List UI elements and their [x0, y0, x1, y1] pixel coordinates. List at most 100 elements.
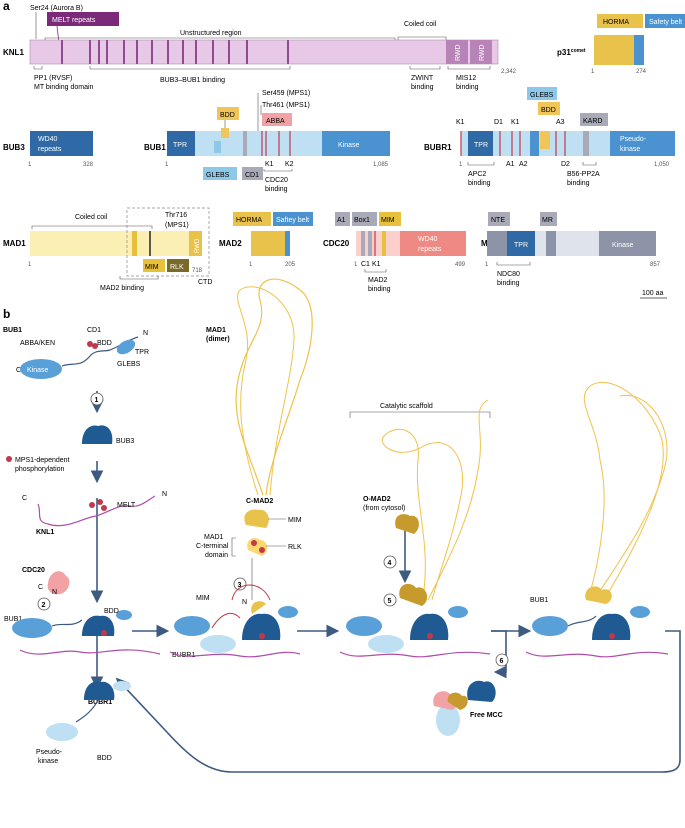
b-bdd: BDD — [97, 340, 112, 347]
bub1-bdd-box — [221, 128, 229, 138]
b-bub1-c: C — [16, 367, 21, 374]
bub3-bub1-binding-label: BUB3–BUB1 binding — [160, 77, 225, 84]
mad2-start: 1 — [249, 262, 253, 268]
cdc20-mim-label: MIM — [381, 217, 395, 224]
b-pseudo-1: Pseudo- — [36, 749, 63, 756]
b-bub1-kinase-text: Kinase — [27, 367, 49, 374]
mps1-nte-tag — [488, 212, 510, 226]
bub1-glebs-tag — [203, 167, 237, 180]
bub1-domain-map: BUB1 TPR Kinase BDD Ser459 (MPS1) Thr461… — [144, 90, 390, 193]
panel-a-label: a — [3, 0, 10, 13]
mad2-safety-tag — [273, 212, 313, 226]
mps1-nte-label: NTE — [491, 217, 505, 224]
b-cdc20-n: N — [52, 589, 57, 596]
mad1-coiled: Coiled coil — [75, 214, 108, 221]
step-4-marker — [383, 555, 397, 569]
mps1-start: 1 — [485, 262, 489, 268]
step-5-marker — [383, 593, 397, 607]
knl1-rwd1 — [446, 40, 468, 64]
mad1-rwd — [189, 231, 202, 256]
knl1-rwd2-label: RWD — [479, 44, 486, 61]
b-glebs: GLEBS — [117, 361, 141, 368]
mad1-name: MAD1 — [3, 239, 26, 248]
bub1-thr461: Thr461 (MPS1) — [262, 102, 310, 109]
bub1-ser459: Ser459 (MPS1) — [262, 90, 310, 97]
melt-ticks — [61, 40, 289, 64]
bubr1-d2: D2 — [561, 161, 570, 168]
mad1-dimer-2: (dimer) — [206, 336, 230, 343]
bubr1-domain-map: BUBR1 TPR Pseudo- kinase GLEBS BDD KARD … — [424, 87, 675, 187]
bub1-tpr-label: TPR — [173, 142, 187, 149]
p31comet-domain-map: p31comet HORMA Safety belt 1 274 — [557, 14, 685, 75]
bub1-bdd-tag — [217, 107, 239, 120]
b-tpr: TPR — [135, 349, 149, 356]
step-4-text: 4 — [388, 560, 392, 567]
step-5-text: 5 — [388, 598, 392, 605]
zwint-label-1: ZWINT — [411, 75, 434, 82]
phospho-legend-dot — [6, 456, 12, 462]
bub1-k1: K1 — [265, 161, 274, 168]
mad1-rlk-label: RLK — [170, 264, 184, 271]
catalytic-scaffold: Catalytic scaffold O-MAD2 (from cytosol)… — [339, 399, 491, 658]
bubr1-tpr — [468, 131, 493, 156]
bubr1-a3: A3 — [556, 119, 565, 126]
b-n: N — [143, 330, 148, 337]
bubr1-k1a: K1 — [456, 119, 465, 126]
b-cdc20-c: C — [38, 584, 43, 591]
mad1-mim-label: MIM — [145, 264, 159, 271]
b-bub3: BUB3 — [116, 438, 134, 445]
mps1-mr-label: MR — [542, 217, 553, 224]
p31-start: 1 — [591, 69, 595, 75]
bub1-cdc20-2: binding — [265, 186, 288, 193]
mps1-kinase — [599, 231, 656, 256]
mad1-thr716-2: (MPS1) — [165, 222, 189, 229]
b-abba-ken: ABBA/KEN — [20, 340, 55, 347]
p31-safety-domain — [634, 35, 644, 65]
bubr1-tpr-label: TPR — [474, 142, 488, 149]
mis12-label-1: MIS12 — [456, 75, 476, 82]
mps1-kinase-label: Kinase — [612, 242, 634, 249]
mad2-horma-domain — [251, 231, 290, 256]
mad1-mim-tag — [143, 259, 165, 272]
phospho-legend-1: MPS1-dependent — [15, 457, 70, 464]
p31-horma-tag — [597, 14, 643, 28]
bubr1-a1: A1 — [506, 161, 515, 168]
mps1-ndc80-1: NDC80 — [497, 271, 520, 278]
b-mim: MIM — [288, 517, 302, 524]
mad1-rlk-tag — [167, 259, 189, 272]
mps1-tpr — [507, 231, 535, 256]
bubr1-pk-2: kinase — [620, 146, 640, 153]
b-bub3-blob — [82, 425, 113, 444]
cdc20-name: CDC20 — [323, 239, 350, 248]
bub1-glebs-label: GLEBS — [206, 172, 230, 179]
zwint-label-2: binding — [411, 84, 434, 91]
b-bub1-tpr-blob — [116, 339, 136, 355]
cdc20-wd40-2: repeats — [418, 246, 442, 253]
bub3-name: BUB3 — [3, 143, 25, 152]
mad1-bar — [30, 231, 202, 256]
mps1-domain-map: MPS1 NTE MR TPR Kinase 1 857 NDC80 bindi… — [481, 212, 661, 287]
bub1-end: 1,085 — [373, 162, 389, 168]
mis12-label-2: binding — [456, 84, 479, 91]
b-omad2: O-MAD2 — [363, 496, 391, 503]
bub1-cd1-tag — [242, 167, 263, 180]
cdc20-box1-tag — [352, 212, 377, 226]
mad1-dimer: MAD1 (dimer) C-MAD2 MIM MAD1 C-terminal … — [196, 278, 313, 600]
b-cdc20-blob — [47, 571, 70, 595]
phospho-legend-2: phosphorylation — [15, 466, 65, 473]
cdc20-start: 1 — [354, 262, 358, 268]
bub3-wd40-1: WD40 — [38, 136, 58, 143]
phospho-legend: MPS1-dependent phosphorylation — [6, 456, 70, 473]
bubr1-a2: A2 — [519, 161, 528, 168]
cdc20-domain-map: CDC20 A1 Box1 MIM WD40 repeats C1 K1 MAD… — [323, 212, 466, 293]
bubr1-b56-2: binding — [567, 180, 590, 187]
mad2-name: MAD2 — [219, 239, 242, 248]
bubr1-apc2-1: APC2 — [468, 171, 486, 178]
p31-safety-label: Safety belt — [649, 19, 682, 26]
b-pseudo-2: kinase — [38, 758, 58, 765]
mps1-tpr-label: TPR — [514, 242, 528, 249]
bub1-cd1-label: CD1 — [245, 172, 259, 179]
melt-repeats-box — [47, 12, 119, 26]
mad2-horma-label: HORMA — [236, 217, 262, 224]
